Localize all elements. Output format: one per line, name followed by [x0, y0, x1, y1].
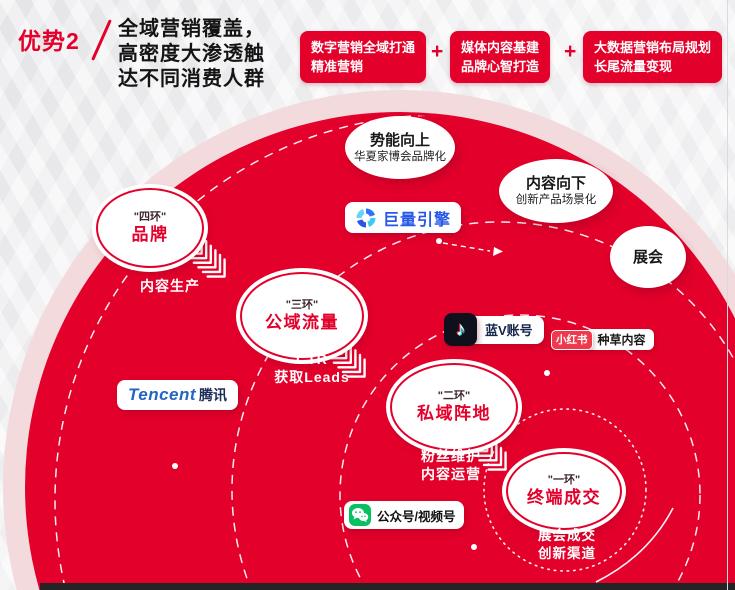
connector-dashed-line	[442, 242, 491, 252]
slide-title-line-1: 全域营销覆盖，	[118, 18, 265, 40]
xiaohongshu-logo: 小红书	[551, 329, 593, 350]
strategy-pill-bigdata-line-1: 大数据营销布局规划	[594, 40, 712, 55]
bubble-momentum-up: 势能向上 华夏家博会品牌化	[345, 116, 455, 179]
strategy-pill-digital-line-1: 数字营销全域打通	[311, 40, 416, 55]
slide-title: 全域营销覆盖， 高密度大渗透触 达不同消费人群	[118, 17, 265, 92]
tencent-cn-name: 腾讯	[199, 387, 228, 403]
flow-line: CTR	[296, 351, 328, 367]
douyin-label: 蓝V账号	[471, 315, 544, 344]
music-note-icon: ♪	[455, 318, 466, 340]
xiaohongshu-label: 种草内容	[588, 329, 654, 350]
ring-number: "一环"	[547, 474, 581, 486]
strategy-pill-media-line-1: 媒体内容基建	[461, 40, 540, 55]
advantage-badge: 优势2	[18, 28, 80, 54]
connector-dots	[172, 238, 550, 550]
flow-line: 内容生产	[140, 278, 200, 294]
swirl-arc	[595, 507, 674, 583]
ring-label: 终端成交	[527, 488, 601, 507]
ring-ellipse-brand: "四环" 品牌	[96, 188, 204, 268]
bubble-title: 内容向下	[525, 175, 586, 192]
ring-number: "三环"	[285, 299, 319, 311]
bubble-title: 展会	[632, 248, 663, 266]
strategy-pill-media: 媒体内容基建 品牌心智打造	[450, 31, 551, 83]
ring-label: 私域阵地	[417, 404, 491, 423]
wechat-badge: 公众号/视频号	[344, 501, 465, 529]
bubble-content-down: 内容向下 创新产品场景化	[499, 159, 613, 223]
flow-label-content-production: 内容生产	[140, 277, 200, 295]
wechat-label: 公众号/视频号	[377, 509, 456, 524]
slide-title-line-3: 达不同消费人群	[118, 68, 265, 90]
ocean-engine-logo: 巨量引擎	[345, 202, 462, 233]
ocean-engine-pinwheel-icon	[356, 208, 376, 227]
bubble-subtitle: 华夏家博会品牌化	[354, 150, 446, 163]
flow-line: 展会成交	[538, 528, 596, 543]
bottom-dark-strip	[40, 583, 735, 590]
flow-line: 创新渠道	[538, 546, 596, 561]
right-edge-line	[727, 0, 728, 590]
ring-label: 品牌	[131, 225, 169, 244]
ring-number: "四环"	[133, 211, 167, 223]
ring-ellipse-private-domain: "二环" 私域阵地	[390, 363, 518, 451]
connector-arrowhead	[493, 247, 503, 256]
strategy-pill-digital-line-2: 精准营销	[311, 59, 364, 74]
ring-label: 公域流量	[265, 313, 339, 332]
ring-ellipse-terminal-deal: "一环" 终端成交	[506, 452, 622, 530]
dashed-ring-2	[339, 314, 701, 590]
flow-line: 内容运营	[421, 466, 481, 482]
flow-label-ctr-leads: CTR 获取Leads	[262, 350, 362, 386]
dashed-ring-1	[483, 408, 647, 572]
tencent-wordmark: Tencent	[128, 385, 197, 404]
ring-number: "二环"	[437, 390, 471, 402]
slide-title-line-2: 高密度大渗透触	[118, 43, 265, 65]
xiaohongshu-badge: 小红书 种草内容	[551, 329, 654, 350]
strategy-pill-media-line-2: 品牌心智打造	[461, 59, 540, 74]
bubble-exhibition: 展会	[610, 226, 686, 288]
ocean-engine-name: 巨量引擎	[383, 211, 452, 229]
dashed-orbit-rings	[54, 115, 735, 590]
strategy-pill-bigdata: 大数据营销布局规划 长尾流量变现	[583, 31, 723, 83]
ring-ellipse-public-traffic: "三环" 公域流量	[240, 272, 364, 360]
strategy-pill-digital: 数字营销全域打通 精准营销	[300, 31, 427, 83]
flow-line: 获取Leads	[274, 369, 350, 385]
douyin-icon: ♪	[444, 313, 477, 346]
strategy-pill-bigdata-line-2: 长尾流量变现	[594, 59, 673, 74]
wechat-icon	[349, 504, 371, 526]
plus-icon-1: +	[431, 40, 444, 63]
plus-icon-2: +	[564, 40, 577, 63]
bubble-title: 势能向上	[369, 131, 430, 149]
tencent-logo: Tencent 腾讯	[117, 380, 239, 410]
flow-label-exhibition-deal: 展会成交 创新渠道	[524, 527, 610, 563]
wechat-bubbles-glyph	[352, 508, 369, 523]
flow-line: 粉丝维护	[421, 448, 481, 464]
douyin-badge: ♪ 蓝V账号	[444, 313, 544, 346]
chevron-flow-private-to-terminal	[459, 423, 507, 471]
flow-label-fans-ops: 粉丝维护 内容运营	[406, 447, 496, 483]
bubble-subtitle: 创新产品场景化	[515, 194, 597, 206]
